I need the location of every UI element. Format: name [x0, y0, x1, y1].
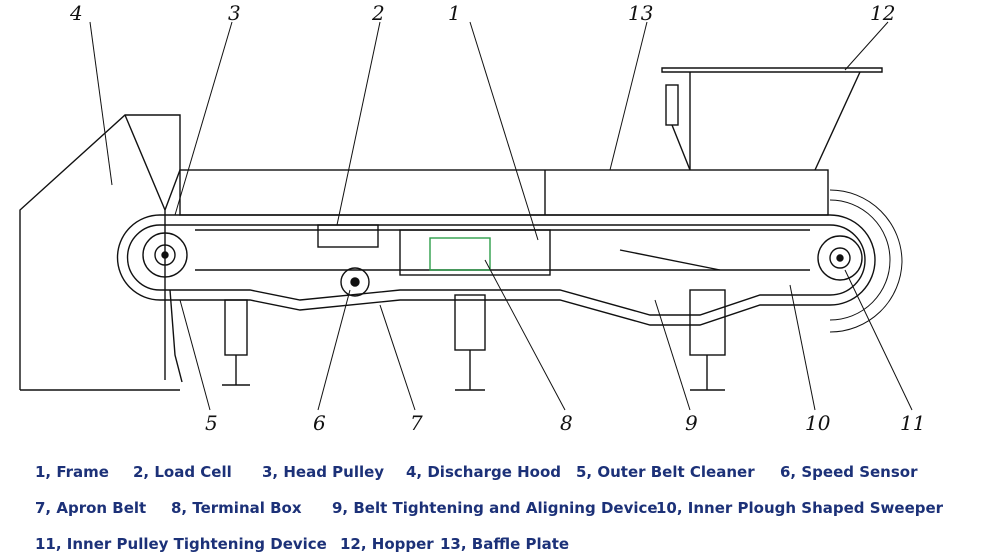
legend-item-baffle-plate: 13, Baffle Plate [440, 535, 570, 553]
callout-8: 8 [560, 411, 573, 435]
callout-5: 5 [205, 411, 218, 435]
legend-item-inner-pulley-tightening: 11, Inner Pulley Tightening Device [35, 535, 327, 553]
legend-item-discharge-hood: 4, Discharge Hood [406, 463, 562, 481]
legend-item-inner-plough-sweeper: 10, Inner Plough Shaped Sweeper [656, 499, 944, 517]
callout-6: 6 [313, 411, 326, 435]
legend-item-hopper: 12, Hopper [340, 535, 434, 553]
callout-10: 10 [805, 411, 831, 435]
callout-12: 12 [870, 1, 895, 25]
legend-item-speed-sensor: 6, Speed Sensor [780, 463, 918, 481]
legend-item-apron-belt: 7, Apron Belt [35, 499, 147, 517]
callout-7: 7 [410, 411, 423, 435]
callout-4: 4 [69, 1, 83, 25]
baffle-plate [179, 169, 829, 216]
legend-item-outer-belt-cleaner: 5, Outer Belt Cleaner [576, 463, 755, 481]
callout-2: 2 [371, 1, 385, 25]
parts-legend: 1, Frame 2, Load Cell 3, Head Pulley 4, … [0, 455, 1000, 560]
callout-3: 3 [228, 1, 241, 25]
callout-13: 13 [628, 1, 653, 25]
legend-row-1: 1, Frame 2, Load Cell 3, Head Pulley 4, … [0, 463, 1000, 487]
terminal-box [429, 237, 491, 271]
speed-sensor [340, 267, 370, 297]
callout-11: 11 [900, 411, 925, 435]
feeder-diagram: 4 3 2 1 13 12 5 6 7 8 9 10 11 [19, 1, 925, 435]
load-cell [317, 224, 379, 248]
tail-pulley [817, 235, 863, 281]
legend-item-frame: 1, Frame [35, 463, 109, 481]
apron-belt [116, 214, 876, 326]
legend-item-terminal-box: 8, Terminal Box [171, 499, 302, 517]
outer-belt-cleaner [169, 289, 183, 383]
legend-item-load-cell: 2, Load Cell [133, 463, 232, 481]
head-pulley [142, 232, 188, 278]
hopper [661, 67, 883, 73]
legend-item-head-pulley: 3, Head Pulley [262, 463, 385, 481]
legend-item-belt-tightening-device: 9, Belt Tightening and Aligning Device [332, 499, 658, 517]
legend-row-2: 7, Apron Belt 8, Terminal Box 9, Belt Ti… [0, 499, 1000, 523]
callout-1: 1 [448, 1, 461, 25]
legend-row-3: 11, Inner Pulley Tightening Device 12, H… [0, 535, 1000, 559]
callout-9: 9 [685, 411, 698, 435]
